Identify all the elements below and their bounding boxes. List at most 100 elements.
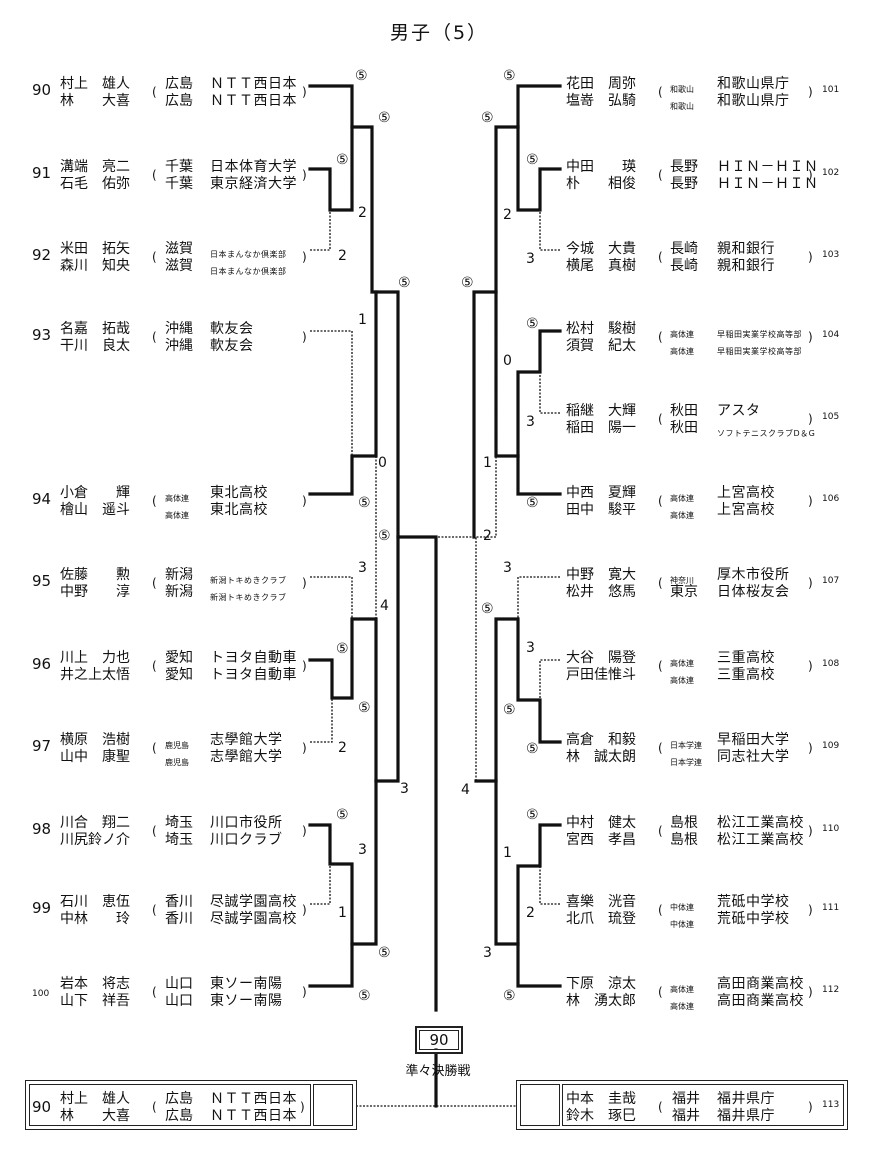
score-label: 2 (526, 905, 535, 921)
player-name: 松井 悠馬 (566, 584, 636, 600)
paren-close: ) (808, 659, 813, 673)
paren-close: ) (808, 85, 813, 99)
paren-open: ( (152, 576, 157, 590)
prefecture: 高体連 (670, 659, 694, 668)
team-name: ＮＴＴ西日本 (210, 76, 297, 92)
prefecture: 高体連 (670, 330, 694, 339)
prefecture: 島根 (670, 832, 698, 848)
prefecture: 千葉 (165, 176, 193, 192)
prefecture: 高体連 (165, 511, 189, 520)
team-name: 同志社大学 (717, 749, 790, 765)
team-name: 厚木市役所 (717, 567, 790, 583)
score-label: 1 (358, 312, 367, 328)
score-label: ⑤ (481, 110, 494, 126)
paren-open: ( (658, 412, 663, 426)
team-name: 軟友会 (210, 338, 254, 354)
team-name: 東ソー南陽 (210, 993, 283, 1009)
entry-number: 98 (32, 820, 52, 838)
paren-open: ( (152, 168, 157, 182)
prefecture: 高体連 (670, 347, 694, 356)
score-label: ⑤ (358, 495, 371, 511)
paren-open: ( (152, 741, 157, 755)
player-name: 石川 恵伍 (60, 894, 130, 910)
paren-open: ( (658, 330, 663, 344)
score-label: 1 (338, 905, 347, 921)
team-name: 日本まんなか倶楽部 (210, 267, 287, 276)
player-name: 大谷 陽登 (566, 650, 636, 666)
paren-close: ) (302, 824, 307, 838)
prefecture: 神奈川 (670, 576, 694, 585)
prefecture: 和歌山 (670, 102, 694, 111)
score-label: ⑤ (503, 68, 516, 84)
score-label: 3 (400, 781, 409, 797)
paren-close: ) (302, 576, 307, 590)
entry-number: 95 (32, 572, 52, 590)
player-name: 鈴木 琢巳 (566, 1108, 636, 1124)
score-label: ⑤ (526, 741, 539, 757)
prefecture: 山口 (165, 976, 193, 992)
team-name: トヨタ自動車 (210, 667, 297, 683)
score-label: ⑤ (378, 528, 391, 544)
score-label: 0 (378, 455, 387, 471)
player-name: 川尻鈴ノ介 (60, 832, 130, 848)
team-name: 早稲田大学 (717, 732, 790, 748)
prefecture: 沖縄 (165, 321, 193, 337)
prefecture: 高体連 (670, 511, 694, 520)
team-name: 荒砥中学校 (717, 894, 790, 910)
score-label: ⑤ (378, 110, 391, 126)
player-name: 佐藤 勲 (60, 567, 130, 583)
score-label: 2 (483, 528, 492, 544)
prefecture: 秋田 (670, 420, 698, 436)
paren-close: ) (808, 250, 813, 264)
player-name: 下原 涼太 (566, 976, 636, 992)
score-label: 0 (503, 353, 512, 369)
paren-open: ( (658, 985, 663, 999)
team-name: ＮＴＴ西日本 (210, 93, 297, 109)
paren-close: ) (300, 1100, 305, 1114)
team-name: トヨタ自動車 (210, 650, 297, 666)
entry-number: 108 (822, 659, 840, 669)
player-name: 村上 雄人 (60, 1091, 130, 1107)
entry-number: 93 (32, 326, 52, 344)
bottom-right-inner-box (562, 1084, 844, 1126)
player-name: 中野 淳 (60, 584, 130, 600)
score-label: ⑤ (503, 988, 516, 1004)
score-label: ⑤ (526, 316, 539, 332)
paren-close: ) (302, 741, 307, 755)
prefecture: 千葉 (165, 159, 193, 175)
prefecture: 東京 (670, 584, 698, 600)
player-name: 名嘉 拓哉 (60, 321, 130, 337)
team-name: ソフトテニスクラブD＆G (717, 429, 816, 438)
prefecture: 高体連 (670, 1002, 694, 1011)
prefecture: 山口 (165, 993, 193, 1009)
paren-open: ( (152, 824, 157, 838)
paren-open: ( (658, 824, 663, 838)
player-name: 中林 玲 (60, 911, 130, 927)
paren-open: ( (152, 330, 157, 344)
player-name: 溝端 亮二 (60, 159, 130, 175)
entry-number: 91 (32, 164, 52, 182)
paren-close: ) (808, 168, 813, 182)
score-label: 3 (483, 945, 492, 961)
team-name: 上宮高校 (717, 485, 775, 501)
score-label: ⑤ (336, 641, 349, 657)
paren-open: ( (658, 1100, 663, 1114)
paren-open: ( (658, 659, 663, 673)
prefecture: 香川 (165, 911, 193, 927)
team-name: 高田商業高校 (717, 993, 804, 1009)
score-label: ⑤ (481, 601, 494, 617)
player-name: 小倉 輝 (60, 485, 130, 501)
entry-number: 101 (822, 85, 840, 95)
round-label: 準々決勝戦 (405, 1064, 471, 1079)
prefecture: 香川 (165, 894, 193, 910)
entry-number: 112 (822, 985, 840, 995)
score-label: ⑤ (526, 152, 539, 168)
paren-open: ( (658, 903, 663, 917)
paren-close: ) (808, 903, 813, 917)
player-name: 松村 駿樹 (566, 321, 636, 337)
page-title: 男子（5） (389, 22, 489, 44)
prefecture: 広島 (165, 76, 193, 92)
paren-open: ( (152, 1100, 157, 1114)
prefecture: 福井 (672, 1091, 700, 1107)
prefecture: 島根 (670, 815, 698, 831)
